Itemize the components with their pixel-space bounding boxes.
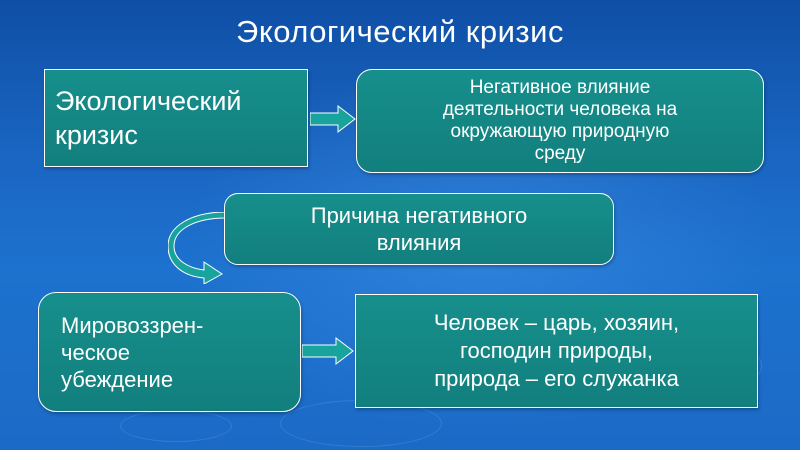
box-line: кризис xyxy=(55,120,138,150)
box-line: убеждение xyxy=(61,366,174,392)
box-line: влияния xyxy=(376,230,462,255)
box-line: окружающую природную xyxy=(450,121,670,142)
box-line: Экологический xyxy=(55,86,242,116)
box-line: Мировоззрен- xyxy=(61,312,204,338)
curved-arrow-icon xyxy=(168,212,227,284)
ecological-crisis-box: Экологический кризис xyxy=(44,69,308,167)
cause-box: Причина негативного влияния xyxy=(224,193,614,265)
box-line: среду xyxy=(534,143,586,164)
box-line: Причина негативного xyxy=(310,203,528,228)
definition-text: Негативное влияние деятельности человека… xyxy=(443,77,677,165)
belief-text: Человек – царь, хозяин, господин природы… xyxy=(434,309,679,393)
cause-text: Причина негативного влияния xyxy=(311,202,527,256)
right-arrow-icon xyxy=(302,336,354,366)
box-line: Человек – царь, хозяин, xyxy=(433,310,680,335)
page-title: Экологический кризис xyxy=(236,14,564,49)
box-line: природа – его служанка xyxy=(434,366,679,391)
box-line: деятельности человека на xyxy=(442,99,678,120)
box-line: Негативное влияние xyxy=(469,77,651,98)
box-line: ческое xyxy=(61,339,131,365)
right-arrow-icon xyxy=(310,104,356,134)
water-ripple xyxy=(120,410,232,442)
definition-box: Негативное влияние деятельности человека… xyxy=(356,69,764,173)
worldview-box: Мировоззрен- ческое убеждение xyxy=(38,292,301,412)
worldview-text: Мировоззрен- ческое убеждение xyxy=(61,312,203,393)
box-line: господин природы, xyxy=(459,338,653,363)
ecological-crisis-text: Экологический кризис xyxy=(55,84,242,152)
belief-box: Человек – царь, хозяин, господин природы… xyxy=(355,294,758,408)
